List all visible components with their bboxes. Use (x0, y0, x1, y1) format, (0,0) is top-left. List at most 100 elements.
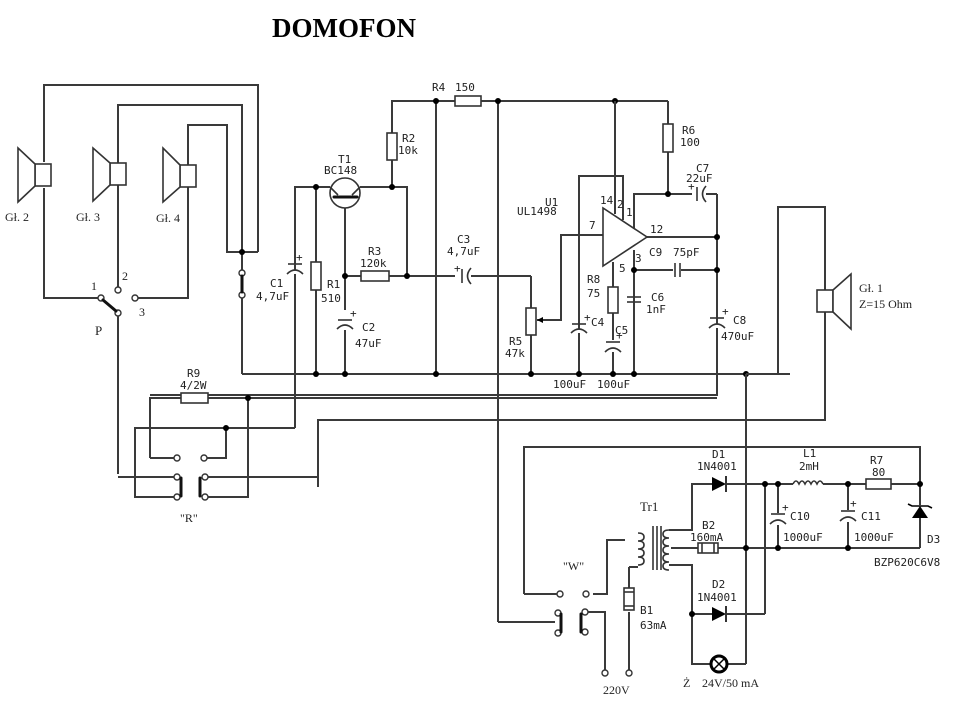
svg-text:24V/50 mA: 24V/50 mA (702, 676, 759, 690)
diode-d2: D2 1N4001 (697, 578, 737, 622)
svg-text:+: + (296, 251, 303, 264)
resistor-r9: R9 4/2W (180, 367, 209, 404)
svg-text:1000uF: 1000uF (854, 531, 894, 544)
svg-text:+: + (782, 501, 789, 514)
svg-text:100uF: 100uF (553, 378, 586, 391)
svg-text:4,7uF: 4,7uF (256, 290, 289, 303)
svg-text:+: + (454, 262, 461, 275)
link-contact (238, 269, 246, 299)
transformer-tr1: Tr1 (637, 499, 670, 571)
svg-text:Z=15 Ohm: Z=15 Ohm (859, 297, 913, 311)
svg-text:470uF: 470uF (721, 330, 754, 343)
speaker-gl2: Gł. 2 (5, 146, 52, 224)
svg-text:+: + (350, 307, 357, 320)
svg-text:C8: C8 (733, 314, 746, 327)
capacitor-c3: + C3 4,7uF (447, 233, 480, 285)
svg-text:4/2W: 4/2W (180, 379, 207, 392)
svg-text:R9: R9 (187, 367, 200, 380)
capacitor-c11: + C11 1000uF (839, 497, 894, 544)
svg-text:75pF: 75pF (673, 246, 700, 259)
capacitor-c9: C9 75pF (649, 246, 700, 277)
svg-text:B2: B2 (702, 519, 715, 532)
speaker-wiring (43, 84, 259, 374)
svg-text:Gł. 4: Gł. 4 (156, 211, 180, 225)
zener-diode-d3: D3 BZP620C6V8 (874, 485, 940, 569)
svg-text:U1: U1 (545, 196, 558, 209)
svg-text:R8: R8 (587, 273, 600, 286)
mains-terminals[interactable]: 220V (601, 669, 633, 697)
svg-text:P: P (95, 323, 102, 338)
svg-text:"R": "R" (180, 511, 198, 525)
svg-text:C3: C3 (457, 233, 470, 246)
svg-text:120k: 120k (360, 257, 387, 270)
inductor-l1: L1 2mH (792, 447, 824, 486)
svg-text:1N4001: 1N4001 (697, 591, 737, 604)
svg-text:+: + (722, 305, 729, 318)
svg-text:+: + (584, 311, 591, 324)
capacitor-c4: + C4 100uF (553, 311, 605, 391)
svg-text:BC148: BC148 (324, 164, 357, 177)
svg-text:7: 7 (589, 219, 596, 232)
transistor-t1: T1 BC148 (324, 153, 361, 209)
svg-text:160mA: 160mA (690, 531, 723, 544)
svg-text:C9: C9 (649, 246, 662, 259)
svg-text:T1: T1 (338, 153, 351, 166)
svg-text:10k: 10k (398, 144, 418, 157)
fuse-b2: B2 160mA (690, 519, 723, 554)
potentiometer-r5[interactable]: R5 47k (505, 307, 543, 360)
svg-text:3: 3 (139, 305, 145, 319)
resistor-r8: R8 75 (587, 273, 619, 314)
svg-text:C5: C5 (615, 324, 628, 337)
relay-r-contacts[interactable]: "R" (173, 454, 209, 525)
svg-text:C7: C7 (696, 162, 709, 175)
svg-text:5: 5 (619, 262, 626, 275)
capacitor-c6: C6 1nF (627, 291, 666, 316)
capacitor-c10: + C10 1000uF (769, 501, 823, 544)
svg-text:R7: R7 (870, 454, 883, 467)
svg-text:1N4001: 1N4001 (697, 460, 737, 473)
svg-text:C4: C4 (591, 316, 605, 329)
svg-text:C10: C10 (790, 510, 810, 523)
svg-text:R6: R6 (682, 124, 695, 137)
diode-d1: D1 1N4001 (697, 448, 737, 492)
svg-text:Ż: Ż (683, 676, 690, 690)
svg-text:1: 1 (626, 206, 633, 219)
diagram-title: DOMOFON (272, 13, 416, 43)
speaker-gl4: Gł. 4 (156, 146, 197, 225)
svg-text:Gł. 2: Gł. 2 (5, 210, 29, 224)
capacitor-c8: + C8 470uF (708, 305, 754, 343)
svg-text:1000uF: 1000uF (783, 531, 823, 544)
indicator-lamp: Ż 24V/50 mA (683, 654, 759, 690)
svg-text:+: + (850, 497, 857, 510)
resistor-r3: R3 120k (360, 245, 390, 282)
svg-text:R1: R1 (327, 278, 340, 291)
svg-text:22uF: 22uF (686, 172, 713, 185)
svg-text:Tr1: Tr1 (640, 499, 658, 514)
svg-text:2: 2 (617, 198, 624, 211)
svg-text:C11: C11 (861, 510, 881, 523)
svg-text:BZP620C6V8: BZP620C6V8 (874, 556, 940, 569)
svg-text:+: + (688, 180, 695, 193)
svg-text:UL1498: UL1498 (517, 205, 557, 218)
resistor-r7: R7 80 (865, 454, 892, 490)
fuse-b1: B1 63mA (623, 587, 667, 632)
selector-switch-p[interactable]: 1 2 3 P (91, 269, 145, 338)
svg-text:100uF: 100uF (597, 378, 630, 391)
relay-w-contacts[interactable]: "W" (554, 559, 590, 637)
speaker-gl1: Gł. 1 Z=15 Ohm (816, 272, 913, 331)
svg-text:Gł. 3: Gł. 3 (76, 210, 100, 224)
capacitor-c2: + C2 47uF (336, 307, 382, 350)
svg-text:D3: D3 (927, 533, 940, 546)
speaker-gl3: Gł. 3 (76, 146, 127, 224)
svg-text:3: 3 (635, 252, 642, 265)
capacitor-c1: + C1 4,7uF (256, 251, 304, 303)
svg-text:D2: D2 (712, 578, 725, 591)
svg-text:L1: L1 (803, 447, 816, 460)
svg-text:+: + (616, 329, 623, 342)
svg-text:R3: R3 (368, 245, 381, 258)
svg-text:75: 75 (587, 287, 600, 300)
capacitor-c7: + C7 22uF (686, 162, 713, 203)
svg-text:63mA: 63mA (640, 619, 667, 632)
resistor-r1: R1 510 (310, 261, 341, 305)
